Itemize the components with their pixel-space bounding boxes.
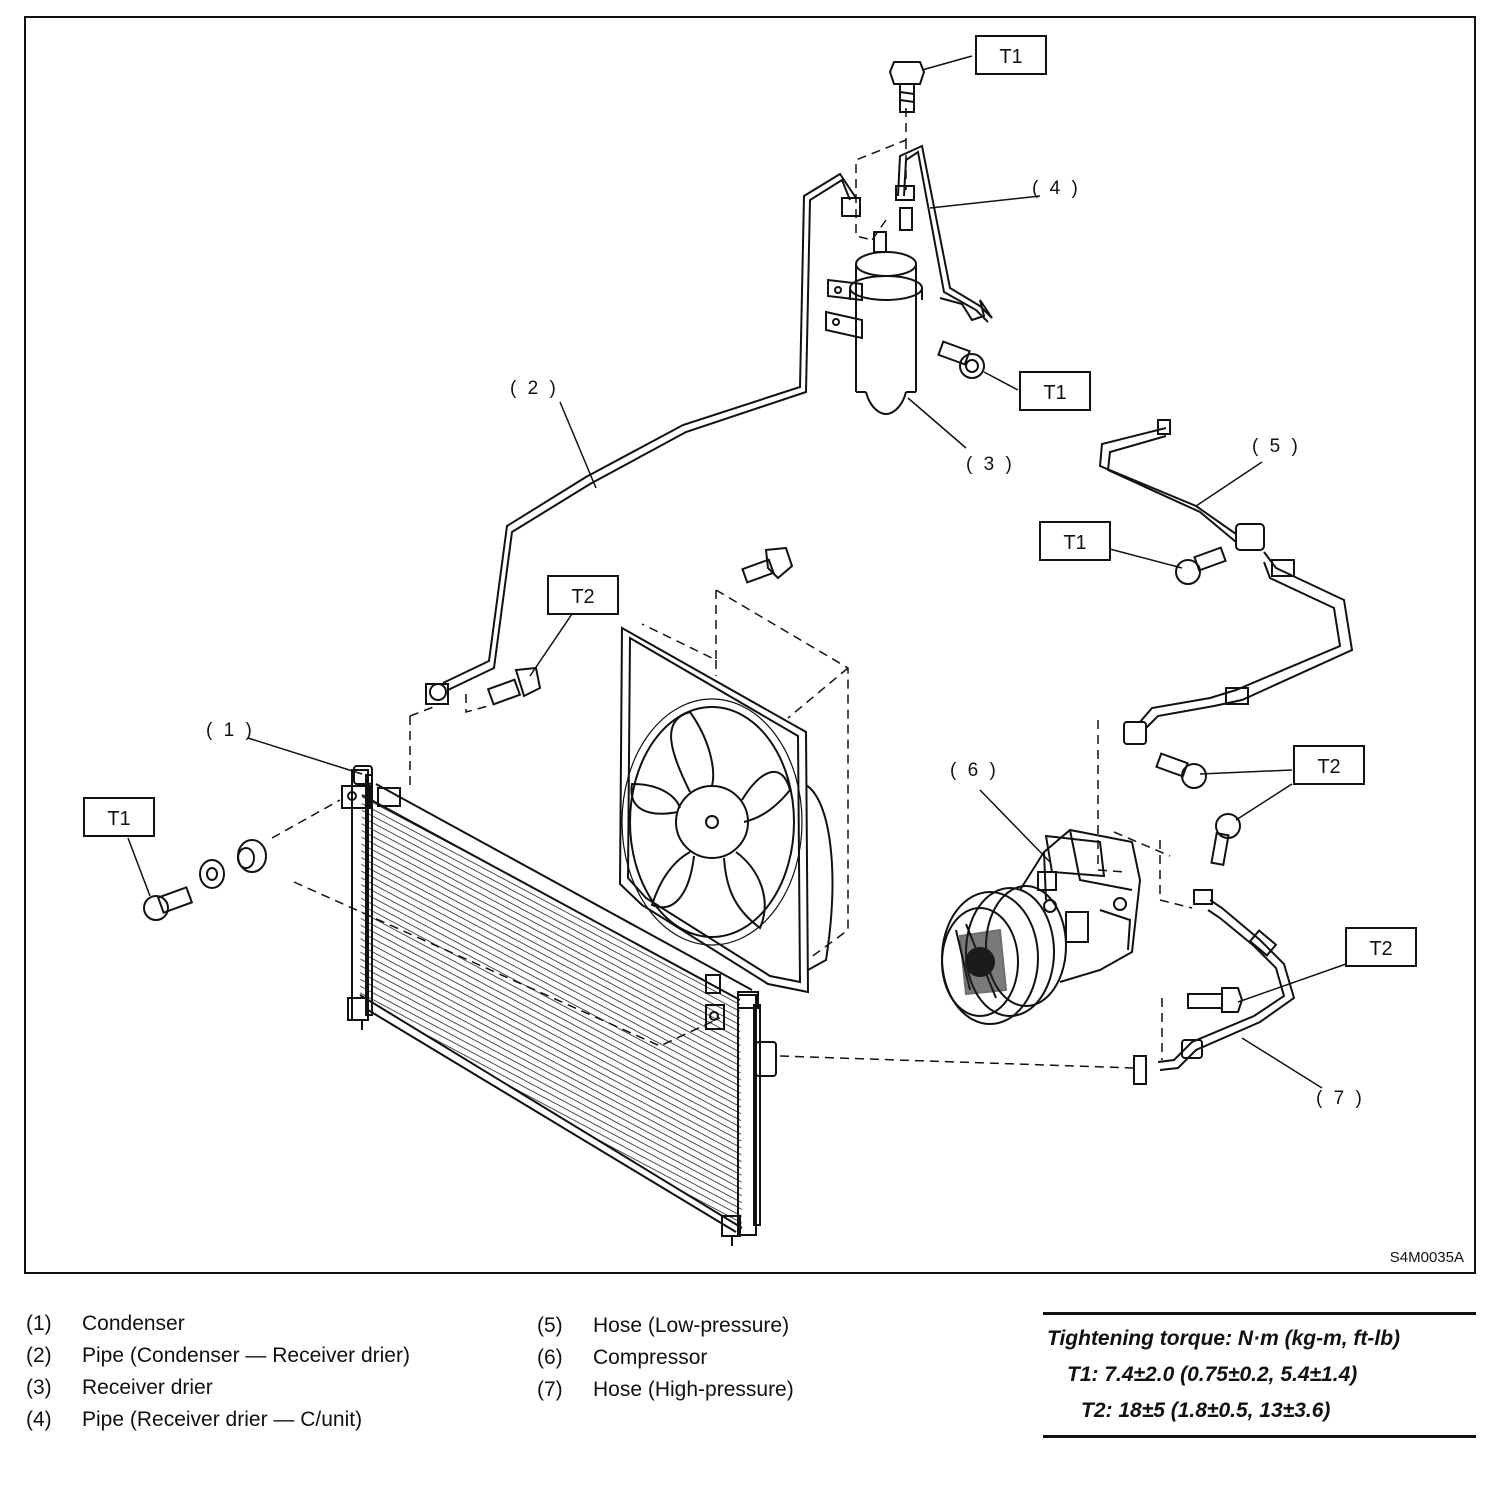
svg-text:T1: T1 — [1043, 382, 1066, 404]
compressor — [941, 828, 1142, 1025]
cooling-fan-shroud — [618, 626, 834, 994]
assembly-guide-lines — [271, 108, 1193, 1069]
exploded-view-diagram: ( 4 ) ( 2 ) ( 3 ) ( 5 ) ( 1 ) ( 6 ) ( 7 … — [83, 35, 1464, 1266]
svg-text:T1: T1 — [1063, 532, 1086, 554]
parts-legend-left: (1)Condenser (2)Pipe (Condenser — Receiv… — [26, 1308, 466, 1436]
leader-lines — [127, 55, 1347, 1089]
svg-text:T2: T2 — [571, 586, 594, 608]
callout-2: ( 2 ) — [510, 378, 559, 399]
svg-text:T1: T1 — [107, 808, 130, 830]
torque-box-t2-compressor: T2 — [1293, 745, 1365, 785]
tightening-torque-table: Tightening torque: N·m (kg-m, ft-lb) T1:… — [1043, 1312, 1476, 1438]
legend-item: (2)Pipe (Condenser — Receiver drier) — [26, 1344, 410, 1367]
callout-1: ( 1 ) — [206, 720, 255, 741]
torque-box-t2-hose: T2 — [1345, 927, 1417, 967]
legend-item: (4)Pipe (Receiver drier — C/unit) — [26, 1408, 363, 1431]
pipe-condenser-receiver-drier — [425, 172, 861, 705]
legend-item: (1)Condenser — [26, 1312, 185, 1335]
svg-text:T2: T2 — [1369, 938, 1392, 960]
torque-t2-spec: T2: 18±5 (1.8±0.5, 13±3.6) — [1081, 1399, 1331, 1422]
legend-item: (6)Compressor — [537, 1346, 708, 1369]
callout-7: ( 7 ) — [1316, 1088, 1365, 1109]
legend-item: (5)Hose (Low-pressure) — [537, 1314, 790, 1337]
pipe-receiver-drier-cunit — [895, 144, 993, 323]
torque-box-t2-pipe: T2 — [547, 575, 619, 615]
bolts — [143, 61, 1244, 1013]
torque-t1-spec: T1: 7.4±2.0 (0.75±0.2, 5.4±1.4) — [1067, 1363, 1358, 1386]
receiver-drier — [825, 207, 923, 416]
callout-3: ( 3 ) — [966, 454, 1015, 475]
diagram-frame — [24, 16, 1476, 1274]
figure-id: S4M0035A — [1390, 1249, 1464, 1266]
torque-box-t1-receiver: T1 — [1019, 371, 1091, 411]
callout-5: ( 5 ) — [1252, 436, 1301, 457]
torque-box-t1-condenser: T1 — [83, 797, 155, 837]
torque-box-t1-top: T1 — [975, 35, 1047, 75]
condenser — [341, 765, 777, 1246]
callout-6: ( 6 ) — [950, 760, 999, 781]
legend-item: (7)Hose (High-pressure) — [537, 1378, 794, 1401]
callout-4: ( 4 ) — [1032, 178, 1081, 199]
svg-text:T2: T2 — [1317, 756, 1340, 778]
torque-box-t1-hose: T1 — [1039, 521, 1111, 561]
svg-text:T1: T1 — [999, 46, 1022, 68]
parts-legend-right: (5)Hose (Low-pressure) (6)Compressor (7)… — [537, 1310, 917, 1406]
hose-high-pressure — [1133, 889, 1296, 1085]
torque-heading: Tightening torque: N·m (kg-m, ft-lb) — [1047, 1327, 1401, 1350]
hose-low-pressure — [1098, 419, 1354, 745]
legend-item: (3)Receiver drier — [26, 1376, 213, 1399]
